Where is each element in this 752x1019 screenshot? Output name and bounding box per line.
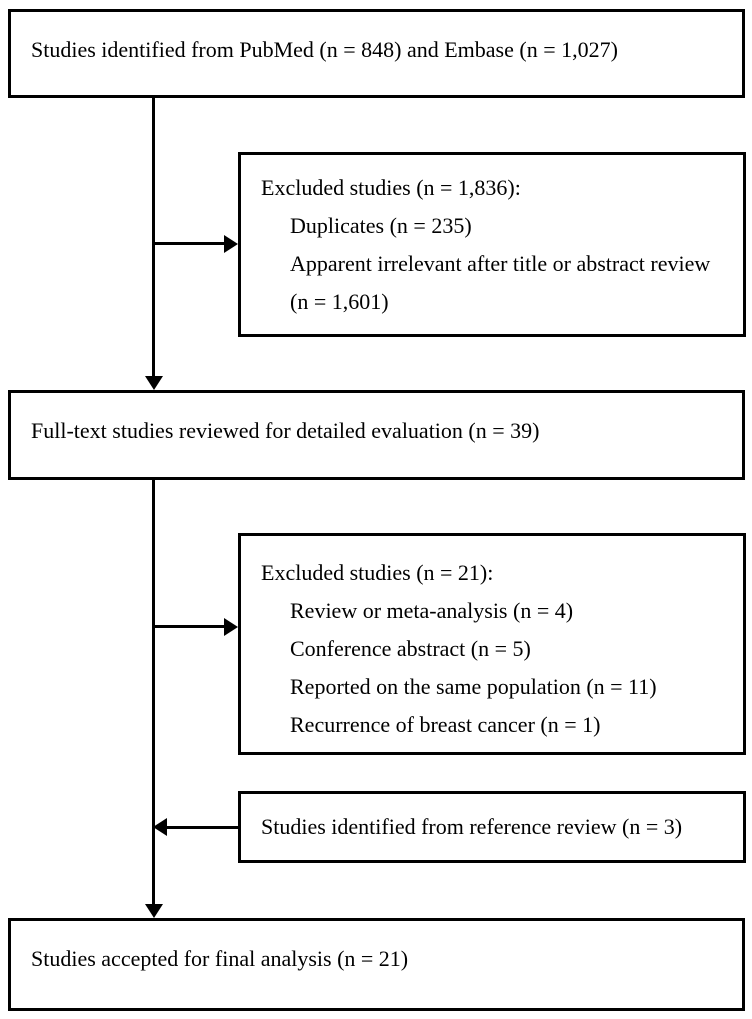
box-excluded-fulltext-title: Excluded studies (n = 21):	[261, 560, 494, 585]
box-excluded-screening: Excluded studies (n = 1,836): Duplicates…	[238, 152, 746, 337]
box-excluded-screening-title: Excluded studies (n = 1,836):	[261, 175, 521, 200]
box-studies-identified-text: Studies identified from PubMed (n = 848)…	[31, 37, 618, 62]
box-reference-review-text: Studies identified from reference review…	[261, 814, 683, 839]
arrowhead-left-into-main-line-icon	[153, 818, 167, 836]
arrowhead-right-into-excluded-screening-icon	[224, 235, 238, 253]
box-fulltext-review: Full-text studies reviewed for detailed …	[8, 390, 745, 480]
arrowhead-right-into-excluded-fulltext-icon	[224, 618, 238, 636]
connector-line-from-reference-review	[165, 826, 238, 829]
box-excluded-fulltext: Excluded studies (n = 21): Review or met…	[238, 533, 746, 755]
connector-line-identification-to-fulltext	[152, 97, 155, 377]
connector-line-to-excluded-screening	[153, 242, 225, 245]
excluded-fulltext-item-recurrence: Recurrence of breast cancer (n = 1)	[290, 712, 601, 737]
connector-line-fulltext-to-final	[152, 480, 155, 905]
box-studies-identified: Studies identified from PubMed (n = 848)…	[8, 9, 745, 98]
excluded-fulltext-item-conference: Conference abstract (n = 5)	[290, 636, 531, 661]
connector-line-to-excluded-fulltext	[153, 625, 225, 628]
arrowhead-down-into-final-icon	[145, 904, 163, 918]
excluded-screening-item-irrelevant: Apparent irrelevant after title or abstr…	[290, 251, 711, 314]
excluded-screening-item-duplicates: Duplicates (n = 235)	[290, 213, 472, 238]
box-final-analysis: Studies accepted for final analysis (n =…	[8, 918, 745, 1011]
excluded-fulltext-item-same-population: Reported on the same population (n = 11)	[290, 674, 657, 699]
excluded-fulltext-item-review-meta: Review or meta-analysis (n = 4)	[290, 598, 574, 623]
box-reference-review: Studies identified from reference review…	[238, 791, 746, 863]
box-fulltext-review-text: Full-text studies reviewed for detailed …	[31, 418, 540, 443]
box-final-analysis-text: Studies accepted for final analysis (n =…	[31, 946, 409, 971]
arrowhead-down-into-fulltext-icon	[145, 376, 163, 390]
